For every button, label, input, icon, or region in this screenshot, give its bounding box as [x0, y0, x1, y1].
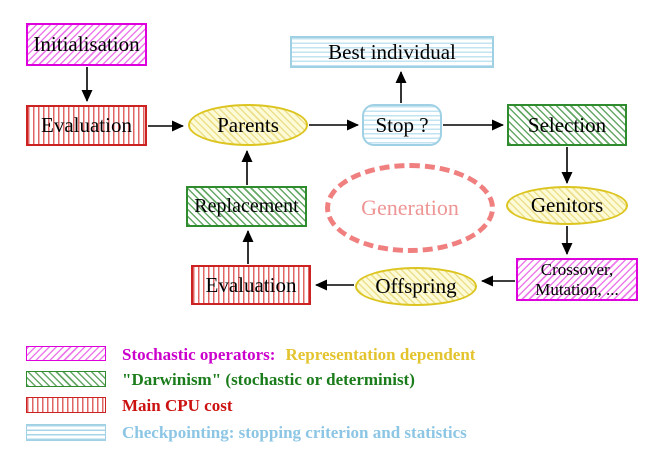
legend-swatch-main-cpu-cost: [26, 397, 106, 413]
legend-text-representation: Representation dependent: [285, 345, 476, 364]
node-initialisation: Initialisation: [26, 23, 147, 66]
legend-label-checkpointing: Checkpointing: stopping criterion and st…: [122, 423, 467, 442]
legend-label-main-cpu-cost: Main CPU cost: [122, 396, 233, 415]
node-parents: Parents: [188, 104, 308, 146]
legend-label-stochastic-operators: Stochastic operators: Representation depe…: [122, 345, 475, 365]
node-evaluation-bottom-label: Evaluation: [205, 272, 297, 297]
node-stop-label: Stop ?: [375, 112, 429, 137]
node-genitors: Genitors: [506, 186, 628, 225]
node-offspring: Offspring: [355, 267, 477, 306]
node-selection-label: Selection: [527, 112, 607, 137]
node-offspring-label: Offspring: [375, 274, 457, 298]
legend-text-stochastic: Stochastic operators:: [122, 345, 276, 364]
node-replacement-label: Replacement: [194, 195, 299, 217]
node-evaluation-top: Evaluation: [26, 105, 147, 146]
node-selection: Selection: [507, 104, 627, 146]
node-genitors-label: Genitors: [530, 193, 604, 217]
node-stop: Stop ?: [362, 104, 442, 146]
legend-swatch-darwinism: [26, 371, 106, 387]
legend-swatch-stochastic-operators: [26, 346, 106, 361]
node-replacement: Replacement: [186, 186, 307, 227]
crossover-line1: Crossover,: [540, 259, 614, 279]
legend-label-darwinism: "Darwinism" (stochastic or determinist): [122, 370, 415, 389]
generation-cycle-ellipse: Generation: [325, 163, 495, 253]
node-initialisation-label: Initialisation: [33, 32, 140, 56]
node-parents-label: Parents: [217, 112, 279, 137]
crossover-line2: Mutation, ...: [535, 279, 619, 299]
legend-swatch-checkpointing: [26, 424, 106, 441]
node-crossover-mutation-label: Crossover, Mutation, ...: [535, 260, 619, 300]
node-best-individual: Best individual: [290, 36, 494, 68]
node-best-individual-label: Best individual: [328, 39, 456, 64]
node-evaluation-bottom: Evaluation: [191, 265, 311, 305]
generation-label: Generation: [361, 195, 459, 220]
node-evaluation-top-label: Evaluation: [41, 113, 132, 137]
node-crossover-mutation: Crossover, Mutation, ...: [516, 258, 638, 301]
